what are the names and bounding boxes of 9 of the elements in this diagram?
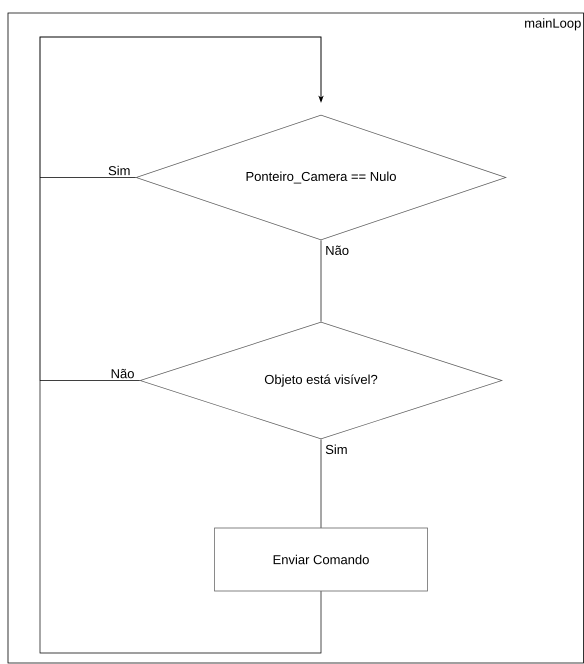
frame-title: mainLoop bbox=[525, 18, 581, 30]
edge-label: Sim bbox=[107, 164, 132, 176]
edge-label: Não bbox=[110, 368, 136, 380]
connector bbox=[320, 240, 322, 322]
connector bbox=[320, 439, 322, 528]
edge-label: Sim bbox=[324, 444, 349, 456]
connector bbox=[40, 36, 324, 654]
process-box: Enviar Comando bbox=[214, 528, 428, 592]
edge-label: Não bbox=[324, 244, 350, 256]
